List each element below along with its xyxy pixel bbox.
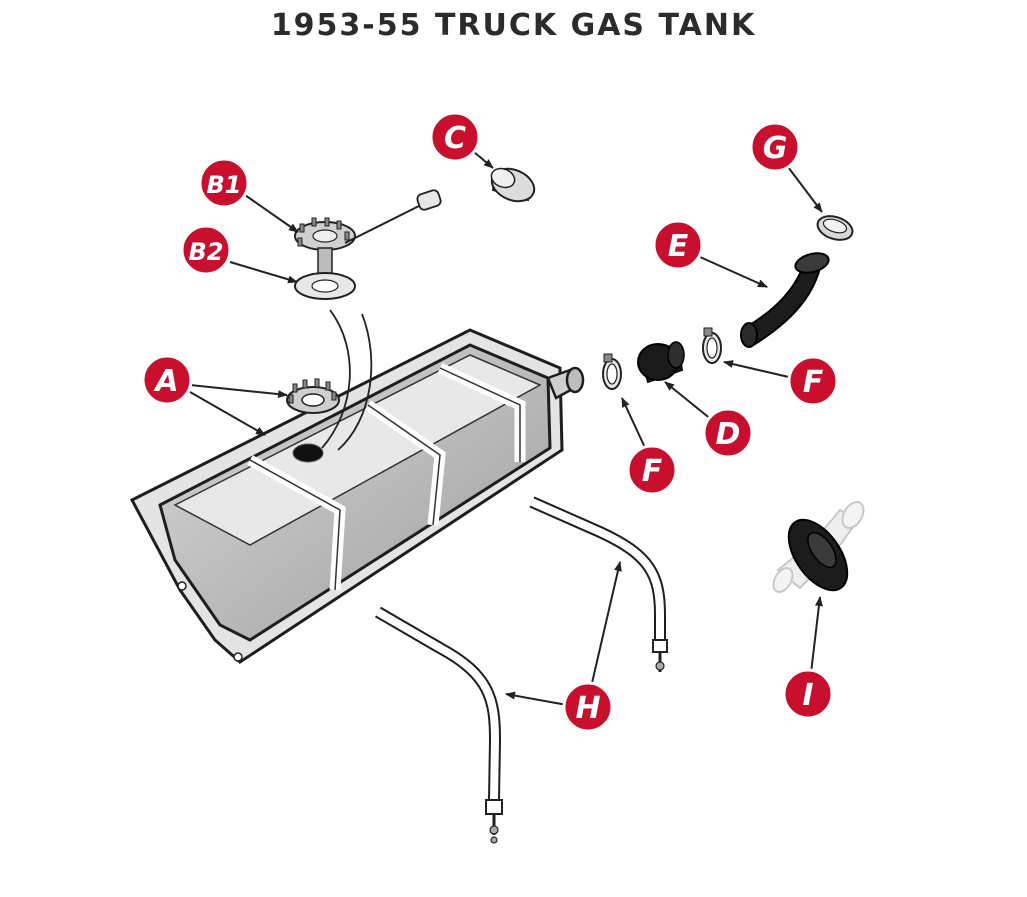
- guide-line: [337, 313, 373, 451]
- callout-g: G: [749, 121, 801, 173]
- callout-i: I: [782, 668, 834, 720]
- callout-a: A: [141, 354, 193, 406]
- part-f-clamp-right: [702, 327, 722, 364]
- leader-lines: [189, 151, 823, 706]
- callout-i-label: I: [802, 678, 813, 713]
- callout-g-label: G: [763, 131, 788, 166]
- part-a-sender-ring: [286, 378, 340, 414]
- callout-d-label: D: [716, 417, 741, 452]
- part-i-filler-grommet: [772, 501, 865, 593]
- part-d-connector-hose: [637, 341, 685, 384]
- part-h-strap-right: [529, 496, 668, 672]
- callout-c-label: C: [444, 121, 466, 156]
- callout-h-label: H: [575, 691, 600, 726]
- callout-f-left-label: F: [642, 454, 663, 489]
- callout-b1-label: B1: [207, 171, 242, 199]
- part-f-clamp-left: [602, 353, 622, 390]
- callout-a-label: A: [153, 364, 178, 399]
- part-h-strap-left: [374, 606, 503, 844]
- callout-b2-label: B2: [189, 238, 224, 266]
- part-g-filler-cap: [816, 215, 854, 241]
- callout-e-label: E: [668, 229, 689, 264]
- gas-tank: [129, 328, 585, 664]
- part-c-gas-cap: [490, 167, 536, 203]
- callout-f-right-label: F: [803, 365, 824, 400]
- part-b2-gasket: [294, 272, 356, 300]
- guide-line: [321, 309, 351, 449]
- callout-f-left: F: [626, 444, 678, 496]
- diagram-title: 1953-55 TRUCK GAS TANK: [270, 8, 757, 43]
- callout-f-right: F: [787, 355, 839, 407]
- callout-c: C: [429, 111, 481, 163]
- callout-b1: B1: [198, 157, 250, 209]
- callout-d: D: [702, 407, 754, 459]
- callout-e: E: [652, 219, 704, 271]
- part-e-filler-hose: [740, 252, 830, 348]
- callout-b2: B2: [180, 224, 232, 276]
- callout-h: H: [562, 681, 614, 733]
- part-b1-sending-unit: [294, 189, 442, 275]
